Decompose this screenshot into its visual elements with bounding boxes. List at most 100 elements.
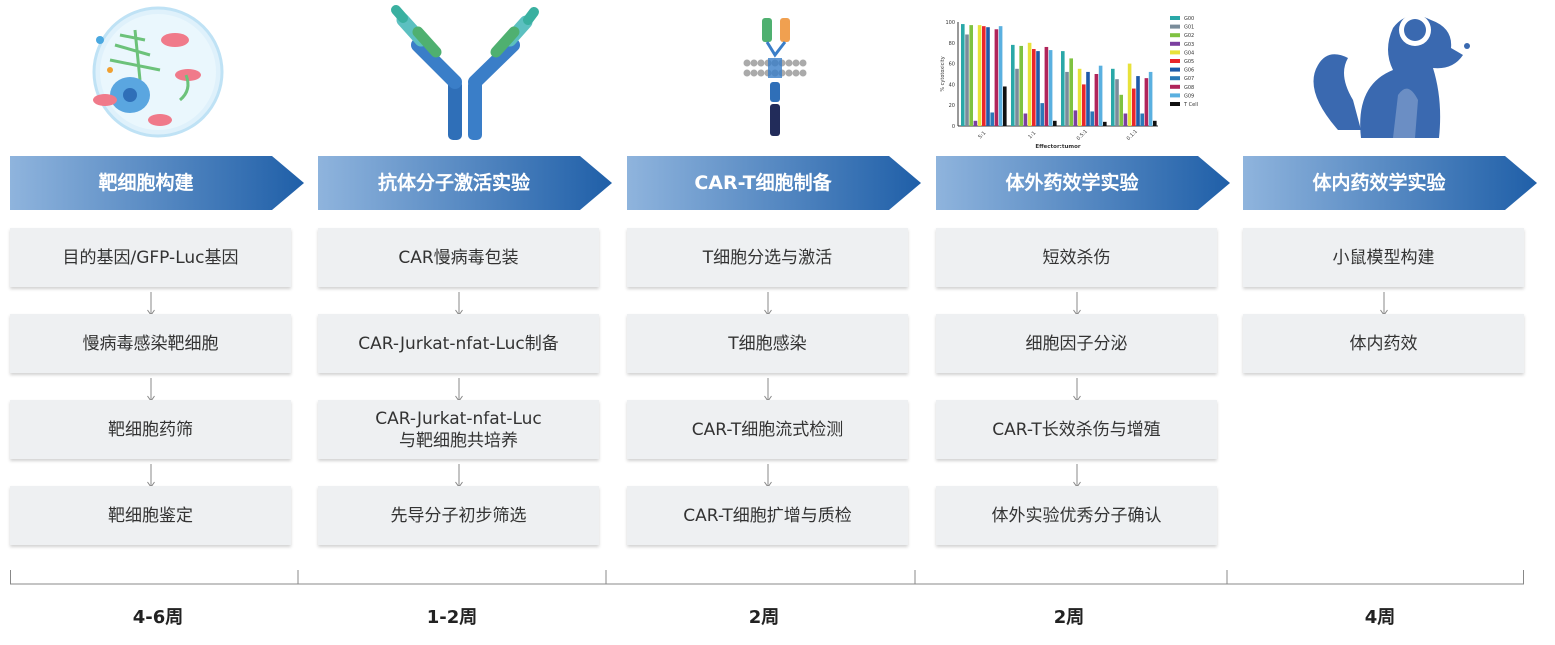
stage-header-arrow: 靶细胞构建 xyxy=(10,156,306,210)
chart-legend-label: G01 xyxy=(1184,25,1194,31)
chart-bar xyxy=(1048,50,1053,126)
chart-bar xyxy=(1111,68,1115,126)
stage-title: CAR-T细胞制备 xyxy=(694,172,832,194)
process-step-box: 靶细胞药筛 xyxy=(10,400,291,459)
chart-bar xyxy=(1032,49,1036,126)
chart-bar xyxy=(1082,84,1086,126)
chart-bar xyxy=(961,24,965,126)
chart-legend-label: G08 xyxy=(1184,85,1194,91)
stage-title: 体内药效学实验 xyxy=(1312,172,1446,194)
chart-bar xyxy=(1094,74,1099,126)
process-step-box: T细胞分选与激活 xyxy=(627,228,908,287)
chart-legend-swatch xyxy=(1170,59,1180,63)
chart-ytick: 60 xyxy=(949,62,955,68)
chart-bar xyxy=(1103,121,1107,126)
process-step-box: 体外实验优秀分子确认 xyxy=(936,486,1217,545)
chart-bar xyxy=(1023,113,1028,126)
chart-legend-swatch xyxy=(1170,16,1180,20)
chart-bar xyxy=(977,25,982,126)
process-step-box: 目的基因/GFP-Luc基因 xyxy=(10,228,291,287)
chart-legend-label: G04 xyxy=(1184,50,1194,56)
chart-legend-swatch xyxy=(1170,41,1180,46)
chart-legend-label: G05 xyxy=(1184,59,1194,65)
chart-bar xyxy=(1069,58,1073,126)
process-step-text: T细胞感染 xyxy=(728,333,807,354)
stage-header-arrow: 抗体分子激活实验 xyxy=(318,156,614,210)
stage-title: 抗体分子激活实验 xyxy=(377,172,530,194)
antibody-icon xyxy=(391,5,539,140)
chart-bar xyxy=(1144,78,1149,126)
chart-xtick: 1:1 xyxy=(1027,130,1037,140)
chart-bar xyxy=(1015,68,1019,126)
chart-bar xyxy=(998,26,1003,126)
chart-bar xyxy=(1098,65,1103,126)
mouse-icon xyxy=(1313,14,1470,138)
chart-legend-label: T Cell xyxy=(1183,102,1198,108)
cell-icon xyxy=(92,6,224,138)
process-step-box: T细胞感染 xyxy=(627,314,908,373)
chart-xtick: 5:1 xyxy=(977,130,987,140)
process-step-box: CAR-Jurkat-nfat-Luc 与靶细胞共培养 xyxy=(318,400,599,459)
car-receptor-icon xyxy=(743,18,807,136)
chart-bar xyxy=(1027,42,1032,126)
process-step-text: 目的基因/GFP-Luc基因 xyxy=(62,247,239,268)
process-step-text: 体外实验优秀分子确认 xyxy=(991,505,1162,526)
process-step-text: CAR-Jurkat-nfat-Luc制备 xyxy=(358,333,559,354)
chart-bar xyxy=(1086,71,1090,126)
chart-bar xyxy=(1019,45,1023,126)
process-step-box: CAR慢病毒包装 xyxy=(318,228,599,287)
chart-legend-swatch xyxy=(1170,33,1180,38)
stage-header-arrow: 体内药效学实验 xyxy=(1243,156,1539,210)
chart-bar xyxy=(1148,71,1153,126)
chart-bar xyxy=(1003,86,1007,126)
chart-bar xyxy=(1115,79,1119,126)
stage-duration: 2周 xyxy=(748,607,780,628)
chart-bar xyxy=(1136,76,1140,126)
chart-legend-label: G06 xyxy=(1184,68,1194,74)
process-step-text: T细胞分选与激活 xyxy=(702,247,833,268)
process-step-box: 先导分子初步筛选 xyxy=(318,486,599,545)
process-step-text: 慢病毒感染靶细胞 xyxy=(82,333,219,354)
chart-bar xyxy=(986,27,990,127)
process-step-text: 靶细胞鉴定 xyxy=(108,505,193,526)
stage-column: 体内药效学实验小鼠模型构建体内药效 xyxy=(1243,0,1539,560)
stage-header-arrow: CAR-T细胞制备 xyxy=(627,156,923,210)
chart-legend-swatch xyxy=(1170,67,1180,72)
process-step-text: 细胞因子分泌 xyxy=(1025,333,1128,354)
process-step-box: 小鼠模型构建 xyxy=(1243,228,1524,287)
chart-legend-label: G09 xyxy=(1184,93,1194,99)
stage-column: 抗体分子激活实验 CAR慢病毒包装 CAR-Jurkat-nfat-Luc制备 CAR… xyxy=(318,0,614,560)
stage-column: CAR-T细胞制备 T细胞分选与激活 T细胞感染 CAR-T细胞流式检测 CAR-T细胞… xyxy=(627,0,923,560)
chart-bar xyxy=(1053,120,1057,126)
process-step-text: 短效杀伤 xyxy=(1042,247,1111,268)
chart-bar xyxy=(1123,113,1128,126)
chart-ylabel: % cytotoxicity xyxy=(940,56,946,91)
process-step-box: CAR-T细胞流式检测 xyxy=(627,400,908,459)
chart-xtick: 0.1:1 xyxy=(1126,129,1139,142)
process-step-text: 靶细胞药筛 xyxy=(108,419,193,440)
process-step-text: CAR-T长效杀伤与增殖 xyxy=(992,419,1161,440)
stage-title: 靶细胞构建 xyxy=(98,172,194,194)
chart-bar xyxy=(1040,103,1044,126)
process-step-box: CAR-T细胞扩增与质检 xyxy=(627,486,908,545)
chart-bar xyxy=(1044,46,1049,126)
process-step-box: CAR-T长效杀伤与增殖 xyxy=(936,400,1217,459)
chart-legend-label: G00 xyxy=(1184,16,1194,22)
chart-legend-label: G02 xyxy=(1184,33,1194,39)
process-step-text: CAR-T细胞流式检测 xyxy=(691,419,844,440)
stage-duration: 2周 xyxy=(1053,607,1085,628)
chart-bar xyxy=(1153,120,1157,126)
chart-bar xyxy=(982,26,986,126)
chart-bar xyxy=(1061,51,1065,127)
stage-duration: 1-2周 xyxy=(426,607,478,628)
chart-bar xyxy=(965,34,969,127)
chart-legend-swatch xyxy=(1170,50,1180,55)
chart-ytick: 80 xyxy=(949,41,955,47)
stage-column: 靶细胞构建目的基因/GFP-Luc基因慢病毒感染靶细胞靶细胞药筛靶细胞鉴定 xyxy=(10,0,306,560)
chart-legend-swatch xyxy=(1170,76,1180,81)
chart-bar xyxy=(973,120,978,126)
chart-ytick: 0 xyxy=(952,124,955,130)
chart-bar xyxy=(990,112,994,126)
process-step-box: 细胞因子分泌 xyxy=(936,314,1217,373)
